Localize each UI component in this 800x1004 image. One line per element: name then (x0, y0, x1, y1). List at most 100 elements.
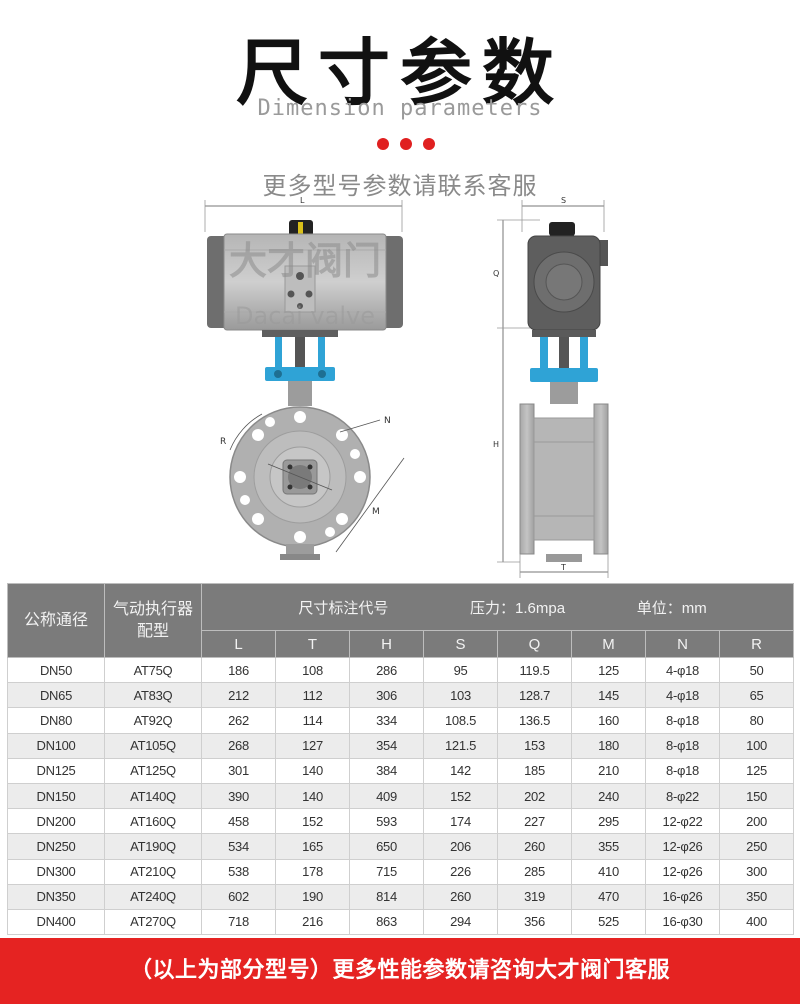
table-cell: 525 (571, 908, 646, 936)
table-cell: 226 (423, 858, 498, 885)
table-cell: 863 (349, 908, 424, 936)
table-cell: 178 (275, 858, 350, 885)
table-cell: 108.5 (423, 707, 498, 734)
table-cell: 180 (571, 732, 646, 759)
table-cell: DN80 (7, 707, 105, 734)
header-dimension-code: 尺寸标注代号 (298, 599, 389, 617)
table-cell: 112 (275, 682, 350, 709)
table-cell: 593 (349, 808, 424, 835)
table-cell: DN300 (7, 858, 105, 885)
dim-label-l: L (300, 196, 305, 205)
table-cell: 127 (275, 732, 350, 759)
table-cell: 538 (201, 858, 276, 885)
table-cell: 165 (275, 833, 350, 860)
table-cell: AT160Q (104, 808, 202, 835)
table-cell: DN200 (7, 808, 105, 835)
table-cell: DN150 (7, 782, 105, 810)
header-nominal-diameter: 公称通径 (7, 583, 105, 658)
table-cell: DN100 (7, 732, 105, 759)
header-actuator-line1: 气动执行器 (112, 600, 193, 618)
table-cell: 390 (201, 782, 276, 810)
table-cell: AT125Q (104, 757, 202, 784)
table-cell: 100 (718, 732, 795, 759)
table-cell: 300 (718, 858, 795, 885)
table-cell: 136.5 (497, 707, 572, 734)
table-cell: 212 (201, 682, 276, 709)
table-cell: 145 (571, 682, 646, 709)
table-cell: 216 (275, 908, 350, 936)
table-cell: 12-φ26 (645, 858, 720, 885)
dim-label-h: H (493, 440, 499, 449)
table-cell: 186 (201, 656, 276, 684)
table-cell: 602 (201, 883, 276, 910)
table-cell: 715 (349, 858, 424, 885)
table-cell: DN65 (7, 682, 105, 709)
table-cell: 160 (571, 707, 646, 734)
table-cell: 285 (497, 858, 572, 885)
table-cell: 150 (718, 782, 795, 810)
table-cell: 16-φ26 (645, 883, 720, 910)
table-cell: 12-φ26 (645, 833, 720, 860)
table-cell: 334 (349, 707, 424, 734)
side-view: S Q H T (493, 196, 609, 578)
table-cell: 125 (718, 757, 795, 784)
table-cell: 650 (349, 833, 424, 860)
table-cell: 306 (349, 682, 424, 709)
table-cell: 140 (275, 757, 350, 784)
table-cell: 108 (275, 656, 350, 684)
table-cell: 409 (349, 782, 424, 810)
header-dim-n: N (645, 630, 720, 658)
watermark-cn: 大才阀门 (229, 239, 381, 283)
header-dim-m: M (571, 630, 646, 658)
table-cell: 8-φ18 (645, 757, 720, 784)
table-cell: 114 (275, 707, 350, 734)
table-cell: 354 (349, 732, 424, 759)
table-cell: DN400 (7, 908, 105, 936)
table-cell: AT83Q (104, 682, 202, 709)
table-cell: 470 (571, 883, 646, 910)
header-dim-q: Q (497, 630, 572, 658)
table-cell: 295 (571, 808, 646, 835)
dim-label-r: R (220, 437, 226, 447)
table-cell: 142 (423, 757, 498, 784)
table-cell: 210 (571, 757, 646, 784)
header-actuator-line2: 配型 (136, 622, 169, 640)
table-cell: 206 (423, 833, 498, 860)
table-cell: 174 (423, 808, 498, 835)
table-cell: DN350 (7, 883, 105, 910)
dim-label-s: S (561, 196, 566, 205)
table-cell: 202 (497, 782, 572, 810)
header-dim-s: S (423, 630, 498, 658)
table-cell: AT270Q (104, 908, 202, 936)
table-cell: 8-φ18 (645, 732, 720, 759)
header-dim-l: L (201, 630, 276, 658)
table-cell: 103 (423, 682, 498, 709)
valve-dimension-drawing: L 大才阀门 Dacai valve (204, 196, 609, 578)
table-cell: 286 (349, 656, 424, 684)
header-actuator: 气动执行器 配型 (104, 583, 202, 658)
table-cell: 190 (275, 883, 350, 910)
decorative-dots (377, 138, 435, 150)
table-cell: 718 (201, 908, 276, 936)
table-cell: 121.5 (423, 732, 498, 759)
table-cell: 294 (423, 908, 498, 936)
table-cell: 153 (497, 732, 572, 759)
contact-note: 更多型号参数请联系客服 (262, 172, 538, 200)
table-cell: 260 (423, 883, 498, 910)
table-cell: 4-φ18 (645, 656, 720, 684)
table-cell: 140 (275, 782, 350, 810)
table-cell: AT210Q (104, 858, 202, 885)
table-cell: 119.5 (497, 656, 572, 684)
table-cell: 152 (423, 782, 498, 810)
dim-label-n: N (384, 416, 391, 426)
table-cell: AT140Q (104, 782, 202, 810)
